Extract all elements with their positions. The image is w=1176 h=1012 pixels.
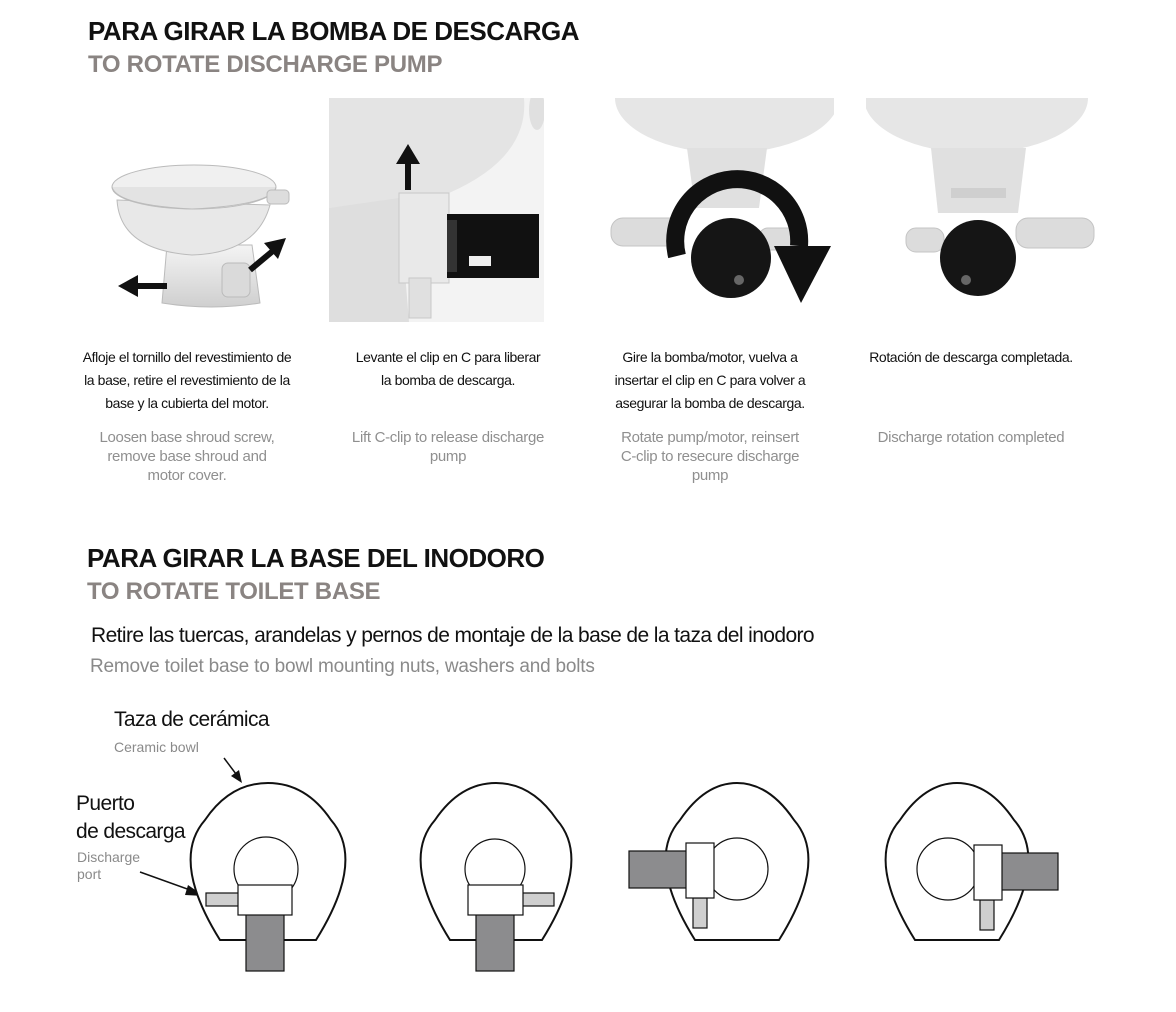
diagram-2-port-right (419, 781, 573, 972)
step2-caption-es: Levante el clip en C para liberar la bom… (355, 349, 541, 388)
bowl-leader-arrow (223, 757, 242, 783)
base-rotation-diagrams (139, 757, 1059, 972)
step1-caption-en: Loosen base shroud screw, remove base sh… (99, 429, 275, 484)
photo-step2-cclip (329, 98, 544, 322)
diagram-1-original (189, 781, 347, 972)
section2-title-en: TO ROTATE TOILET BASE (87, 578, 381, 605)
section2-title-es: PARA GIRAR LA BASE DEL INODORO (87, 543, 545, 573)
step1-caption-es: Afloje el tornillo del revestimiento de … (82, 349, 292, 411)
port-label-en-1: Discharge (77, 849, 141, 865)
step4-caption-en: Discharge rotation completed (877, 429, 1065, 446)
step2-caption-en: Lift C-clip to release discharge pump (351, 429, 545, 465)
step3-caption-es: Gire la bomba/motor, vuelva a insertar e… (614, 349, 806, 411)
section1-title-en: TO ROTATE DISCHARGE PUMP (88, 51, 443, 78)
diagram-3-motor-left (628, 781, 810, 941)
section2-lead-es: Retire las tuercas, arandelas y pernos d… (91, 624, 815, 647)
step4-caption-es: Rotación de descarga completada. (869, 349, 1073, 365)
photo-step3-rotate (609, 98, 834, 308)
photo-step4-completed (866, 98, 1096, 308)
bowl-label-en: Ceramic bowl (114, 739, 199, 755)
bowl-label-es: Taza de cerámica (114, 708, 270, 731)
section2-lead-en: Remove toilet base to bowl mounting nuts… (90, 656, 595, 677)
section1-title-es: PARA GIRAR LA BOMBA DE DESCARGA (88, 16, 580, 46)
diagram-4-motor-right (884, 781, 1059, 941)
photo-step1-toilet (92, 125, 307, 315)
step3-caption-en: Rotate pump/motor, reinsert C-clip to re… (620, 429, 800, 484)
port-label-es-2: de descarga (76, 820, 186, 843)
port-label-es-1: Puerto (76, 792, 135, 815)
port-label-en-2: port (77, 866, 102, 882)
